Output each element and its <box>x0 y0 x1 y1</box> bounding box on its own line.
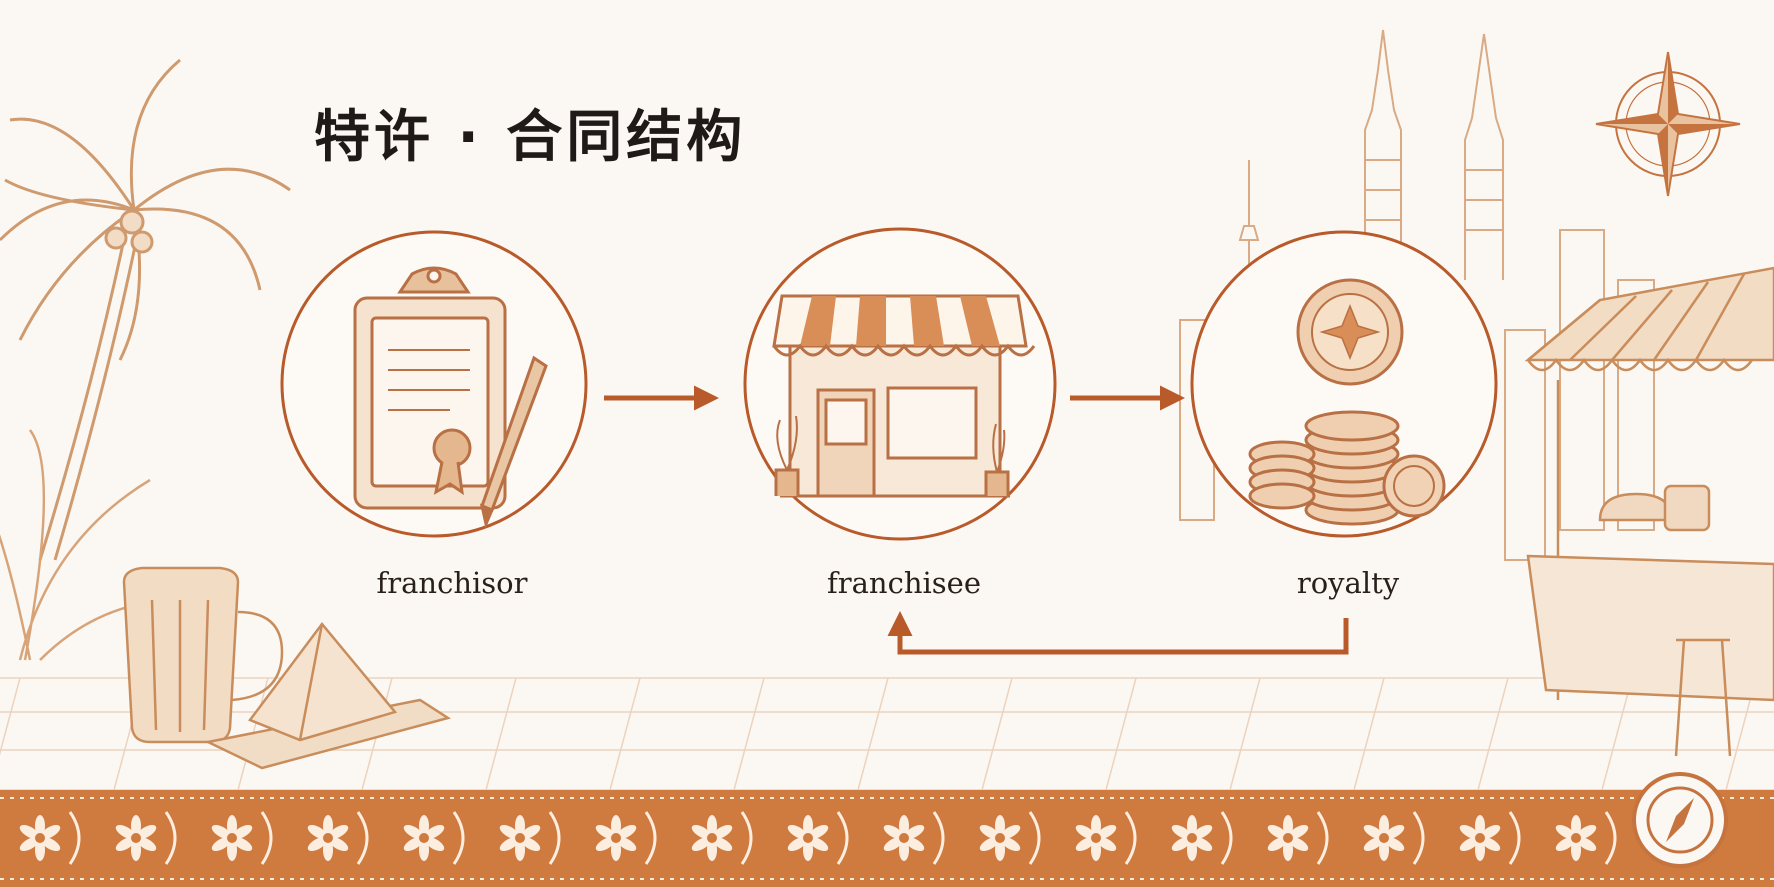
palm-tree-illustration <box>0 58 291 561</box>
coin-stack-icon <box>1248 278 1446 526</box>
twin-tower-left <box>1364 29 1402 250</box>
kuih-plate-illustration <box>204 621 452 770</box>
compass-badge-icon <box>1632 772 1728 868</box>
batik-border-band <box>0 790 1774 887</box>
node-franchisee <box>743 227 1057 541</box>
skyline-building <box>1617 279 1655 531</box>
node-label-royalty: royalty <box>1296 566 1400 600</box>
skyline-building <box>1559 229 1605 531</box>
node-label-franchisee: franchisee <box>827 566 981 600</box>
fern-plant-illustration <box>0 429 181 661</box>
storefront-icon <box>772 294 1036 498</box>
node-label-franchisor: franchisor <box>376 566 528 600</box>
market-stall-illustration <box>1524 266 1774 757</box>
page-title: 特许 · 合同结构 <box>314 105 747 170</box>
tea-glass-illustration <box>122 566 284 744</box>
city-skyline-illustration <box>1179 29 1655 561</box>
skyline-building <box>1504 329 1546 561</box>
compass-rose-icon <box>1595 51 1741 197</box>
node-royalty <box>1190 230 1498 538</box>
node-franchisor <box>280 230 588 538</box>
edge-royalty-to-franchisee <box>887 611 1349 655</box>
twin-tower-right <box>1464 33 1504 280</box>
clipboard-contract-icon <box>353 266 548 529</box>
